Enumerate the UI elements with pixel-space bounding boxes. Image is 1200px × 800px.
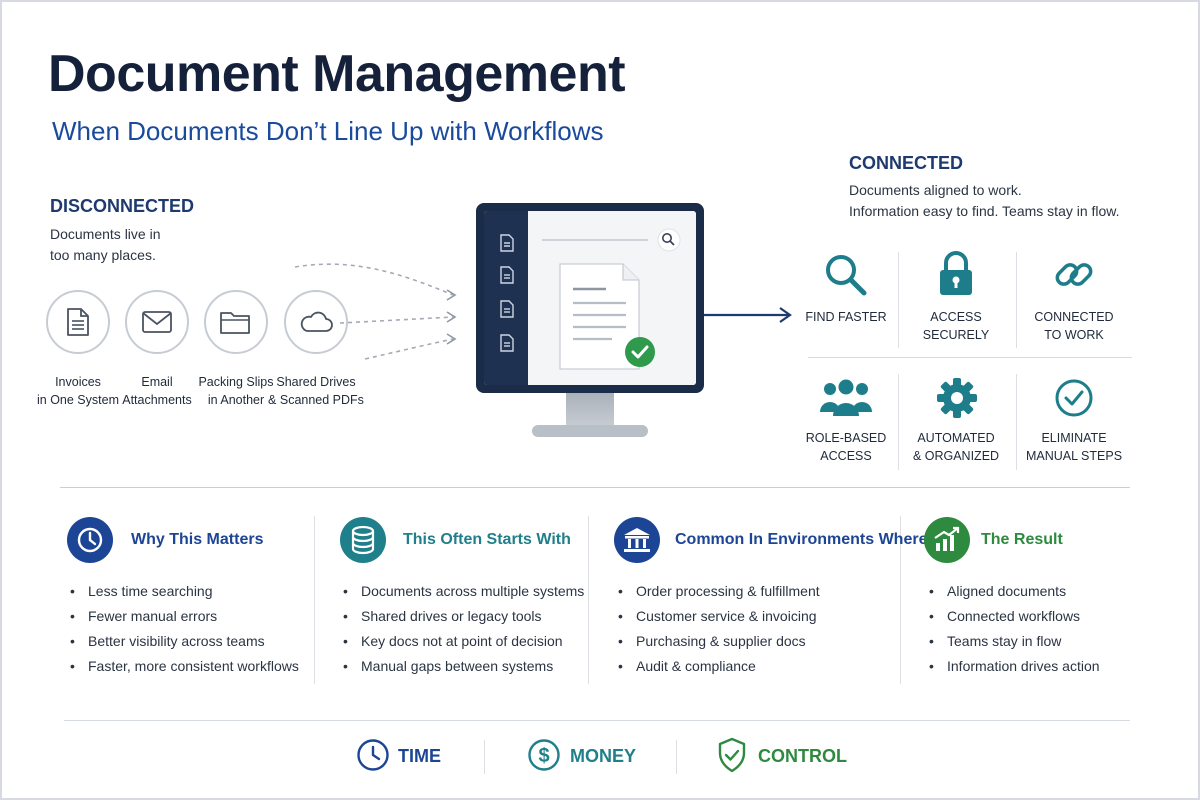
list-item: Order processing & fulfillment <box>614 579 820 604</box>
source-label-drives: Shared Drives& Scanned PDFs <box>268 375 364 407</box>
monitor-stand <box>566 393 614 427</box>
users-icon <box>820 379 872 416</box>
shield-check-icon <box>718 737 746 773</box>
list-item: Shared drives or legacy tools <box>339 604 584 629</box>
list-item: Key docs not at point of decision <box>339 629 584 654</box>
list-item: Faster, more consistent workflows <box>66 654 299 679</box>
clock-icon <box>67 517 113 563</box>
column-divider <box>588 516 589 684</box>
list-item: Manual gaps between systems <box>339 654 584 679</box>
list-item: Aligned documents <box>925 579 1100 604</box>
monitor-screen <box>484 211 696 385</box>
check-badge-icon <box>625 337 655 367</box>
list-item: Connected workflows <box>925 604 1100 629</box>
connected-text-2: Information easy to find. Teams stay in … <box>849 203 1120 219</box>
list-item: Less time searching <box>66 579 299 604</box>
feature-row-divider <box>808 357 1132 358</box>
footer-separator <box>484 740 485 774</box>
column-list-result: Aligned documents Connected workflows Te… <box>925 579 1100 679</box>
disconnected-text-1: Documents live in <box>50 226 161 242</box>
feature-label-find: FIND FASTER <box>805 310 887 324</box>
feature-label-automated: AUTOMATED& ORGANIZED <box>912 431 1000 463</box>
monitor-base <box>532 425 648 437</box>
list-item: Better visibility across teams <box>66 629 299 654</box>
growth-chart-icon <box>924 517 970 563</box>
disconnected-heading: DISCONNECTED <box>50 196 195 216</box>
feature-divider <box>898 252 899 348</box>
list-item: Fewer manual errors <box>66 604 299 629</box>
column-list-starts: Documents across multiple systems Shared… <box>339 579 584 679</box>
section-divider <box>60 487 1130 488</box>
column-divider <box>900 516 901 684</box>
column-title-why: Why This Matters <box>131 531 264 548</box>
footer-label-time: TIME <box>398 746 441 766</box>
footer-divider <box>64 720 1130 721</box>
footer-label-control: CONTROL <box>758 746 847 766</box>
footer-label-money: MONEY <box>570 746 637 766</box>
feature-divider <box>1016 374 1017 470</box>
building-icon <box>614 517 660 563</box>
screen-sidebar <box>484 211 528 385</box>
list-item: Customer service & invoicing <box>614 604 820 629</box>
page-subtitle: When Documents Don’t Line Up with Workfl… <box>52 116 604 146</box>
connected-text-1: Documents aligned to work. <box>849 182 1022 198</box>
column-title-starts: This Often Starts With <box>403 531 571 548</box>
envelope-icon <box>125 290 189 354</box>
lock-icon <box>940 251 972 295</box>
search-icon <box>657 228 681 252</box>
column-divider <box>314 516 315 684</box>
feature-divider <box>1016 252 1017 348</box>
column-list-why: Less time searching Fewer manual errors … <box>66 579 299 679</box>
document-icon <box>46 290 110 354</box>
database-icon <box>340 517 386 563</box>
disconnected-text-2: too many places. <box>50 247 156 263</box>
screen-main <box>528 211 696 385</box>
column-title-result: The Result <box>981 531 1063 548</box>
list-item: Audit & compliance <box>614 654 820 679</box>
gear-icon <box>937 378 977 418</box>
cloud-icon <box>284 290 348 354</box>
clock-icon <box>357 739 389 771</box>
dashed-flow-arrows <box>294 263 457 360</box>
document-preview <box>559 263 640 370</box>
list-item: Purchasing & supplier docs <box>614 629 820 654</box>
arrow-right-icon <box>704 307 792 323</box>
connected-heading: CONNECTED <box>849 153 964 173</box>
search-icon <box>826 255 867 296</box>
monitor <box>476 203 704 393</box>
folder-icon <box>204 290 268 354</box>
check-circle-icon <box>1055 379 1093 417</box>
dollar-icon: $ <box>528 739 560 771</box>
feature-divider <box>898 374 899 470</box>
list-item: Information drives action <box>925 654 1100 679</box>
column-list-environments: Order processing & fulfillment Customer … <box>614 579 820 679</box>
svg-text:$: $ <box>538 745 549 767</box>
column-title-environments: Common In Environments Where <box>675 531 928 548</box>
list-item: Documents across multiple systems <box>339 579 584 604</box>
list-item: Teams stay in flow <box>925 629 1100 654</box>
page-title: Document Management <box>48 45 626 103</box>
link-icon <box>1055 263 1093 286</box>
footer-separator <box>676 740 677 774</box>
